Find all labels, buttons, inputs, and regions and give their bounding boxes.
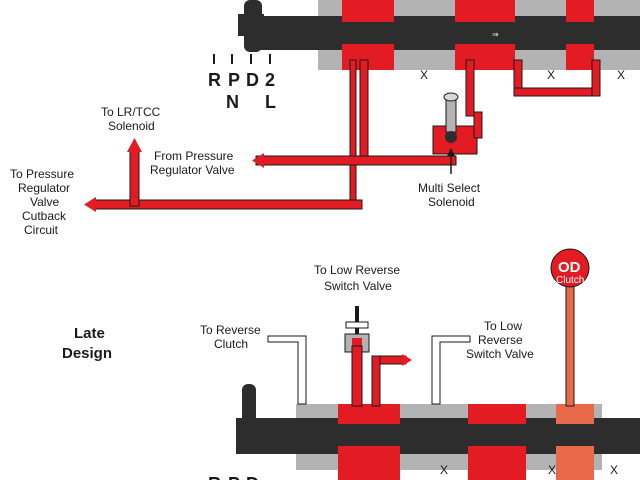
svg-text:Design: Design xyxy=(62,345,112,362)
od-clutch-icon: OD Clutch xyxy=(550,248,590,407)
gear-n: N xyxy=(226,92,239,112)
top-line-v3 xyxy=(465,59,475,117)
gear-d: D xyxy=(246,70,259,90)
label-to-low-reverse-right: To Low Reverse Switch Valve xyxy=(466,319,534,361)
gear-l: L xyxy=(265,92,276,112)
exhaust-marks-bottom: X X X xyxy=(440,463,618,477)
top-line-from-reg xyxy=(255,155,457,166)
svg-text:Solenoid: Solenoid xyxy=(108,119,155,133)
top-spool-core xyxy=(258,22,640,44)
svg-text:Switch Valve: Switch Valve xyxy=(466,347,534,361)
svg-text:To Low: To Low xyxy=(484,319,522,333)
svg-text:P: P xyxy=(228,474,240,480)
svg-text:Reverse: Reverse xyxy=(478,333,523,347)
label-to-low-reverse-switch-top: To Low Reverse Switch Valve xyxy=(314,263,400,293)
port-to-low-reverse-right xyxy=(431,335,471,405)
cutback-arrow-head xyxy=(84,197,96,212)
svg-text:Multi Select: Multi Select xyxy=(418,181,481,195)
svg-text:X: X xyxy=(420,68,428,82)
svg-text:X: X xyxy=(617,68,625,82)
bottom-white-ports xyxy=(267,335,471,405)
bottom-switch-valve xyxy=(344,306,407,407)
solenoid-icon xyxy=(432,92,483,155)
svg-text:X: X xyxy=(610,463,618,477)
gear-positions-top: R P D 2 N L xyxy=(208,54,276,112)
top-spool-arrow: ⇒ xyxy=(492,30,499,39)
svg-text:Solenoid: Solenoid xyxy=(428,195,475,209)
svg-text:To LR/TCC: To LR/TCC xyxy=(101,105,161,119)
svg-text:To Reverse: To Reverse xyxy=(200,323,261,337)
top-valve-assembly: ⇒ xyxy=(238,0,640,70)
bottom-valve-assembly: R P D xyxy=(208,384,640,480)
svg-text:From Pressure: From Pressure xyxy=(154,149,234,163)
label-to-pressure-regulator: To Pressure Regulator Valve Cutback Circ… xyxy=(10,167,74,237)
gear-p: P xyxy=(228,70,240,90)
label-from-pressure-regulator: From Pressure Regulator Valve xyxy=(150,149,235,177)
exhaust-marks-top: X X X xyxy=(420,68,625,82)
svg-text:Valve: Valve xyxy=(30,195,59,209)
svg-text:X: X xyxy=(548,463,556,477)
svg-text:Clutch: Clutch xyxy=(214,337,248,351)
svg-text:To Pressure: To Pressure xyxy=(10,167,74,181)
top-line-lrtcc xyxy=(129,149,140,207)
label-to-reverse-clutch: To Reverse Clutch xyxy=(200,323,261,351)
late-design-title: Late Design xyxy=(62,325,112,362)
detent-lever-icon xyxy=(238,0,264,52)
svg-text:Switch Valve: Switch Valve xyxy=(324,279,392,293)
svg-text:Cutback: Cutback xyxy=(22,209,67,223)
svg-text:Clutch: Clutch xyxy=(556,275,584,286)
top-line-v2 xyxy=(349,59,357,207)
top-line-v4 xyxy=(513,59,523,93)
svg-text:D: D xyxy=(246,474,259,480)
svg-text:Regulator Valve: Regulator Valve xyxy=(150,163,235,177)
top-line-h-right xyxy=(513,87,599,97)
top-line-v5 xyxy=(591,59,601,97)
gear-r: R xyxy=(208,70,221,90)
svg-text:X: X xyxy=(440,463,448,477)
gear-2: 2 xyxy=(265,70,275,90)
label-lr-tcc: To LR/TCC Solenoid xyxy=(101,105,161,133)
from-reg-arrow-head xyxy=(252,153,264,168)
svg-text:OD: OD xyxy=(558,259,581,276)
svg-text:Regulator: Regulator xyxy=(18,181,70,195)
svg-text:Late: Late xyxy=(74,325,105,342)
svg-text:R: R xyxy=(208,474,221,480)
detent-lever-icon xyxy=(236,384,262,444)
svg-text:Circuit: Circuit xyxy=(24,223,59,237)
top-fluid-lines xyxy=(91,59,601,210)
svg-text:To Low Reverse: To Low Reverse xyxy=(314,263,400,277)
port-to-reverse-clutch xyxy=(267,335,307,405)
label-multi-select: Multi Select Solenoid xyxy=(418,181,481,209)
svg-text:X: X xyxy=(547,68,555,82)
lrtcc-arrow-head xyxy=(127,138,142,152)
top-line-v1 xyxy=(359,59,369,165)
